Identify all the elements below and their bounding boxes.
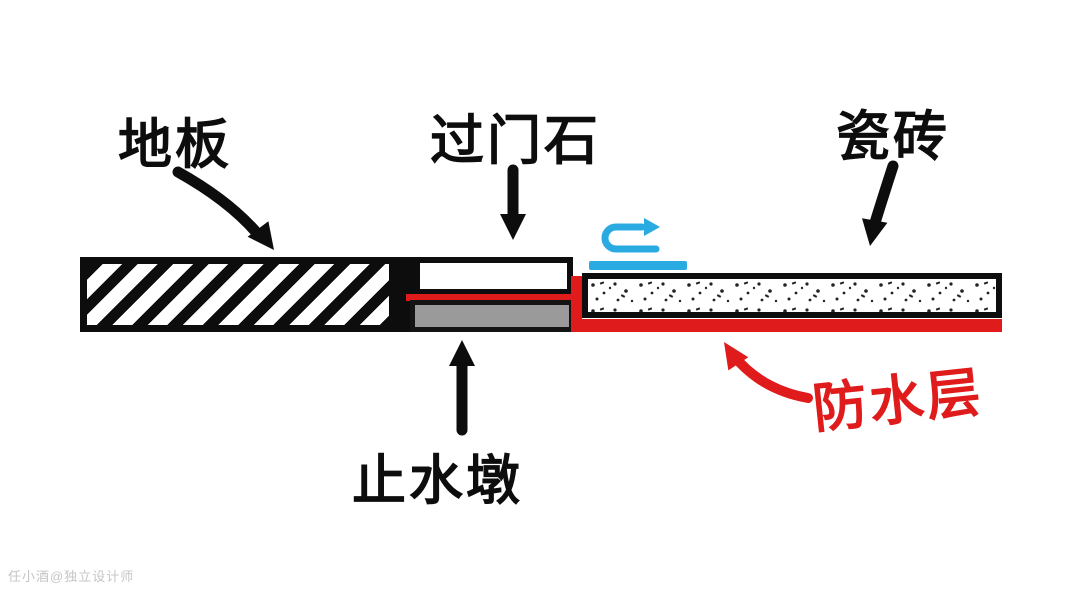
threshold-stone-block (414, 257, 573, 295)
threshold-arrow (500, 164, 526, 240)
tile-arrow (862, 160, 899, 246)
water-surface-bar (589, 261, 687, 270)
label-floor: 地板 (118, 115, 232, 175)
floor-end-cap (394, 257, 415, 332)
water-stop-pier-block (410, 300, 574, 332)
water-uturn-arrow (601, 218, 660, 253)
label-tile: 瓷砖 (836, 107, 950, 167)
waterproof-arrow (724, 342, 813, 403)
label-threshold-stone: 过门石 (430, 111, 601, 171)
watermark: 任小酒@独立设计师 (8, 569, 135, 584)
tile-speckle-texture (588, 279, 996, 312)
label-water-stop-pier: 止水墩 (352, 451, 523, 511)
red-mortar-line (406, 294, 578, 301)
waterproof-upturn (571, 276, 582, 332)
floor-arrow (172, 166, 274, 250)
waterproof-layer-strip (577, 319, 1002, 332)
water-stop-pier-arrow (449, 340, 475, 436)
floor-board-block (80, 257, 396, 332)
tile-block (582, 273, 1002, 318)
label-waterproof-layer: 防水层 (809, 362, 987, 440)
